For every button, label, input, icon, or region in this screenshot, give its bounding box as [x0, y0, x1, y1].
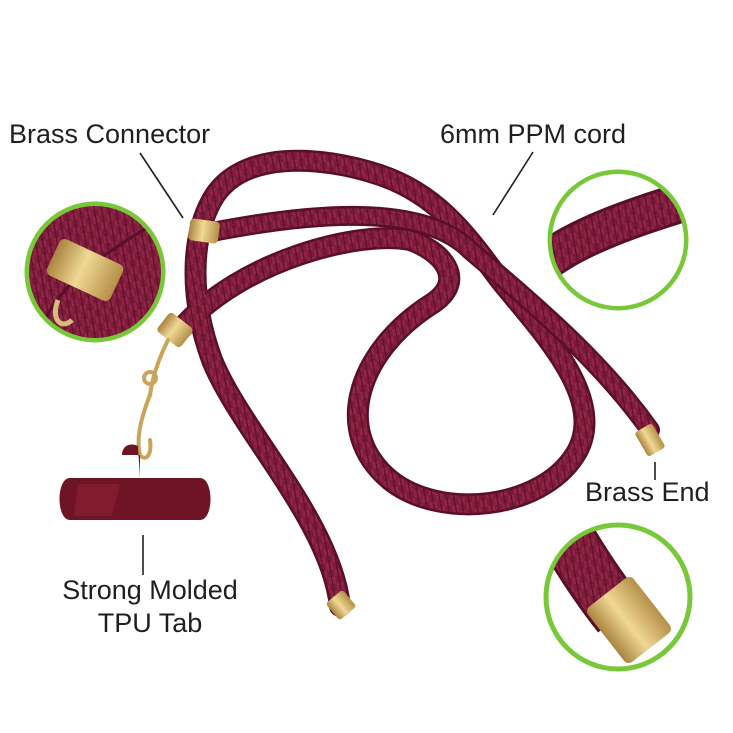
brass-connector-lower [157, 312, 193, 348]
tpu-tab [59, 444, 211, 520]
brass-end-closeup-badge [543, 522, 693, 672]
brass-connector-upper [188, 218, 220, 244]
cord-label: 6mm PPM cord [440, 119, 627, 149]
cord [169, 149, 660, 617]
cord-weave-closeup-badge [547, 169, 689, 311]
lobster-clasp [136, 338, 170, 460]
connector-closeup-badge [24, 201, 166, 343]
brass-end-bottom [326, 590, 356, 620]
brass-connector-label: Brass Connector [9, 119, 211, 149]
tpu-tab-label-line1: Strong Molded [62, 575, 238, 605]
leader-lines [139, 151, 656, 575]
tpu-tab-label: Strong Molded TPU Tab [20, 574, 280, 640]
brass-end-right [635, 423, 665, 457]
tpu-tab-label-line2: TPU Tab [97, 608, 203, 638]
brass-end-label: Brass End [585, 477, 710, 507]
